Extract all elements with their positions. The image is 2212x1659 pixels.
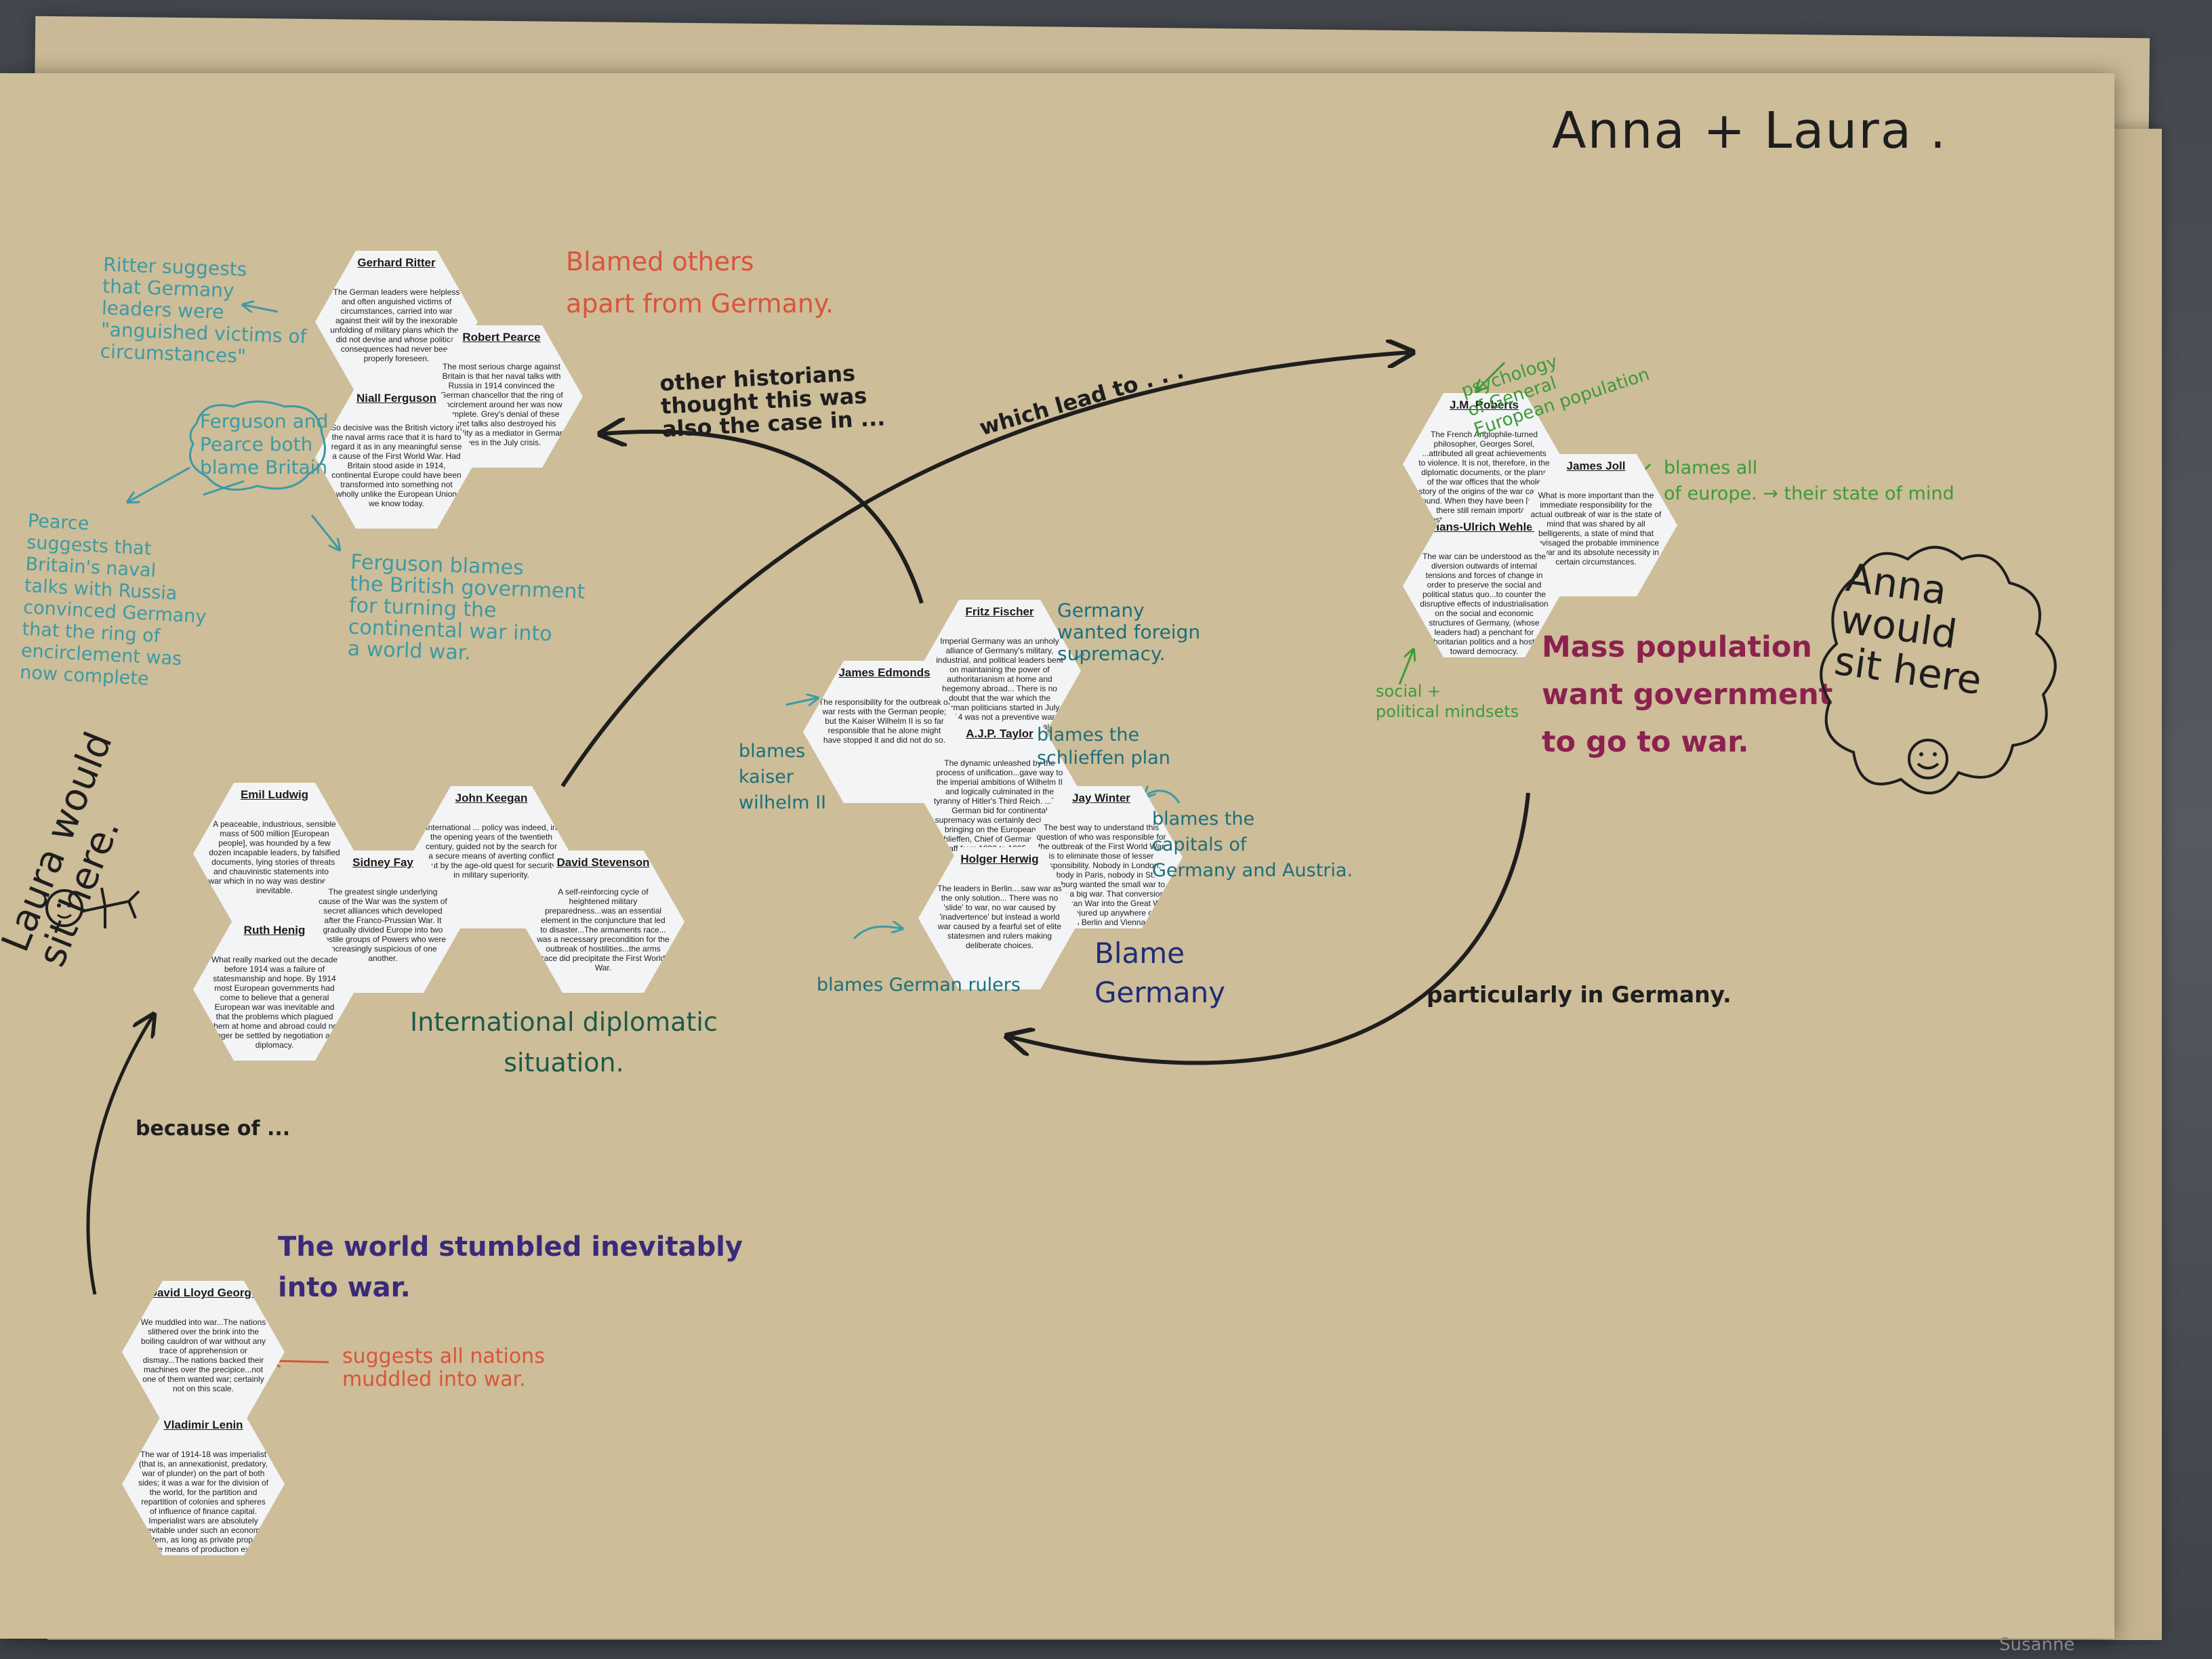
hexagon-quote: The war of 1914-18 was imperialist (that… (138, 1450, 269, 1554)
hexagon-sidney-fay: Sidney Fay The greatest single underlyin… (302, 851, 464, 993)
note-because-of: because of ... (136, 1117, 291, 1141)
note-international-situation: International diplomatic situation. (410, 1007, 718, 1078)
hexagon-name: David Lloyd George (148, 1286, 258, 1299)
hexagon-ruth-henig: Ruth Henig What really marked out the de… (193, 918, 356, 1061)
hexagon-name: John Keegan (455, 792, 528, 804)
thought-cloud (1820, 546, 2057, 795)
hexagon-name: Niall Ferguson (356, 392, 437, 405)
hexagon-name: Robert Pearce (462, 331, 541, 344)
hexagon-name: Vladimir Lenin (163, 1418, 243, 1431)
hexagon-james-joll: James Joll What is more important than t… (1515, 454, 1677, 596)
note-particularly-germany: particularly in Germany. (1427, 981, 1732, 1008)
bubble-outline (189, 401, 326, 491)
hexagon-quote: A peaceable, industrious, sensible mass … (208, 819, 341, 895)
hexagon-vladimir-lenin: Vladimir Lenin The war of 1914-18 was im… (122, 1413, 285, 1555)
hexagon-quote: The leaders in Berlin....saw war as the … (937, 884, 1062, 950)
hexagon-quote: So decisive was the British victory in t… (331, 423, 462, 508)
hexagon-jm-roberts: J.M. Roberts The French Anglophile-turne… (1403, 393, 1565, 535)
hexagon-hans-ulrich-wehler: Hans-Ulrich Wehler The war can be unders… (1403, 515, 1565, 657)
signature: Susanne (1999, 1635, 2075, 1655)
hexagon-holger-herwig: Holger Herwig The leaders in Berlin....s… (918, 847, 1081, 989)
note-blames-rulers: blames German rulers (817, 975, 1021, 996)
note-social-political: social + political mindsets (1376, 682, 1519, 721)
note-germany-supremacy: Germany wanted foreign supremacy. (1057, 599, 1201, 665)
note-pearce: Pearce suggests that Britain's naval tal… (19, 510, 207, 690)
hexagon-fritz-fischer: Fritz Fischer Imperial Germany was an un… (918, 600, 1081, 742)
hexagon-name: James Edmonds (838, 666, 930, 679)
hexagon-name: Sidney Fay (352, 856, 413, 869)
hexagon-quote: What really marked out the decade before… (209, 955, 340, 1050)
note-mass-population: Mass population want government to go to… (1542, 630, 1833, 759)
note-other-historians: other historians thought this was also t… (659, 360, 886, 443)
note-ferguson-pearce-bubble: Ferguson and Pearce both blame Britain (200, 410, 329, 478)
note-blames-kaiser: blames kaiser wilhelm II (739, 741, 827, 813)
note-anna-would-sit-here: Anna would sit here (1831, 554, 1985, 704)
note-ritter: Ritter suggests that Germany leaders wer… (100, 253, 307, 368)
hexagon-quote: What is more important than the immediat… (1530, 491, 1662, 567)
hexagon-name: J.M. Roberts (1449, 398, 1519, 411)
hexagon-name: Holger Herwig (960, 853, 1039, 865)
hexagon-name: James Joll (1566, 459, 1626, 472)
note-ferguson: Ferguson blames the British government f… (347, 550, 586, 665)
note-blame-germany: Blame Germany (1094, 937, 1226, 1009)
arrow-germany-to-international (560, 352, 1410, 787)
note-blames-capitals: blames the capitals of Germany and Austr… (1152, 808, 1353, 881)
hexagon-quote: We muddled into war...The nations slithe… (140, 1317, 266, 1393)
hexagon-david-lloyd-george: David Lloyd George We muddled into war..… (122, 1281, 285, 1423)
arrow-to-blamed-others (603, 432, 924, 604)
stick-figure-icon (45, 887, 140, 928)
note-blames-schlieffen: blames the schlieffen plan (1037, 724, 1170, 769)
poster-title: Anna + Laura . (1552, 102, 1948, 160)
note-world-stumbled: The world stumbled inevitably into war. (278, 1231, 743, 1303)
hexagon-name: Ruth Henig (243, 924, 306, 937)
note-blamed-others: Blamed others apart from Germany. (566, 247, 834, 319)
hexagon-name: Hans-Ulrich Wehler (1431, 520, 1538, 533)
hexagon-quote: The most serious charge against Britain … (438, 362, 565, 447)
hexagon-name: Gerhard Ritter (357, 256, 436, 269)
hexagon-quote: The war can be understood as the diversi… (1420, 552, 1549, 656)
hexagon-quote: The responsibility for the outbreak of w… (818, 697, 951, 745)
arrow-mass-to-germany (1010, 792, 1530, 1065)
note-joll: blames all of europe. → their state of m… (1664, 457, 1954, 504)
hexagon-quote: The German leaders were helpless and oft… (330, 287, 463, 363)
hexagon-name: Fritz Fischer (965, 605, 1034, 618)
hexagon-name: Emil Ludwig (240, 788, 309, 801)
hexagon-niall-ferguson: Niall Ferguson So decisive was the Briti… (315, 386, 478, 529)
hexagon-david-stevenson: David Stevenson A self-reinforcing cycle… (522, 851, 684, 993)
hexagon-name: David Stevenson (556, 856, 650, 869)
hexagon-quote: The greatest single underlying cause of … (319, 887, 447, 963)
hexagon-quote: International ... policy was indeed, in … (426, 823, 557, 880)
hexagon-name: Jay Winter (1072, 792, 1130, 804)
hexagon-name: A.J.P. Taylor (966, 727, 1033, 740)
hexagon-quote: A self-reinforcing cycle of heightened m… (537, 887, 670, 972)
smiley-face-icon (1908, 739, 1948, 779)
arrow-stumbled-to-laura (86, 1017, 152, 1295)
hexagon-quote: The dynamic unleashed by the process of … (933, 758, 1066, 864)
note-muddled: suggests all nations muddled into war. (342, 1345, 545, 1391)
